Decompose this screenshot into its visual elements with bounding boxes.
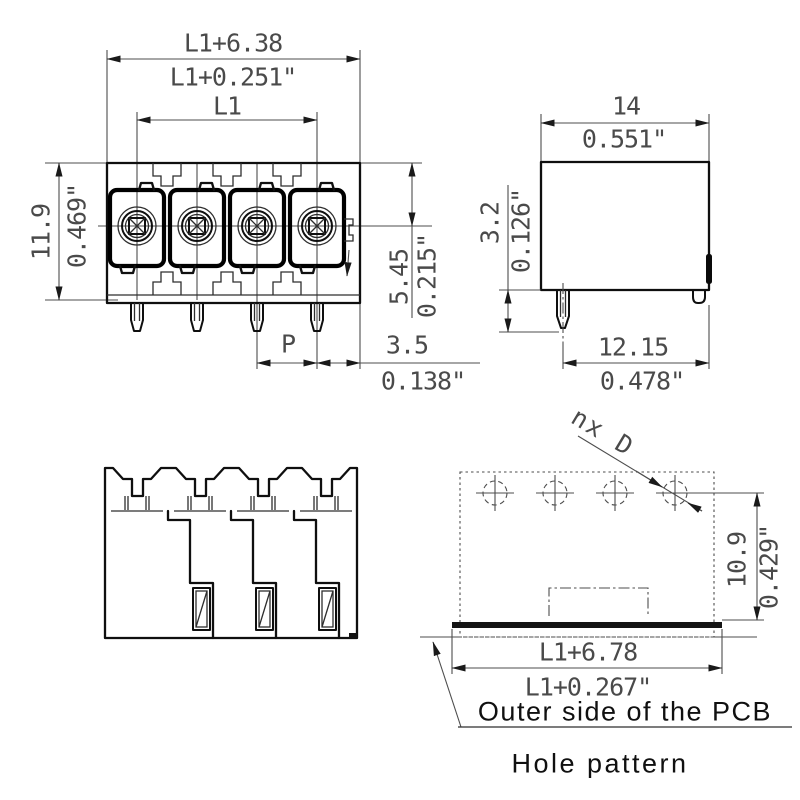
dim-front-height-mm: 11.9 — [26, 203, 56, 261]
rear-view-windows — [192, 587, 337, 631]
side-view — [499, 114, 712, 369]
dim-front-height-in: 0.469" — [62, 183, 92, 269]
dim-side-depth-in: 0.551" — [581, 124, 667, 154]
dim-front-l1: L1 — [212, 91, 242, 121]
dim-front-width-outer-mm: L1+6.38 — [183, 28, 283, 58]
terminal-unit-2 — [167, 181, 227, 275]
front-view-pins — [130, 303, 324, 332]
label-pcb-outer-side: Outer side of the PCB — [477, 696, 773, 727]
dim-side-depth-offset-in: 0.478" — [599, 366, 685, 396]
dim-side-pin-length-in: 0.126" — [506, 188, 536, 274]
terminal-unit-3 — [227, 181, 287, 275]
caption-hole-pattern: Hole pattern — [511, 748, 689, 779]
dim-front-edge-offset-in: 0.138" — [380, 366, 466, 396]
terminal-unit-1 — [107, 181, 167, 275]
dim-front-width-outer-in: L1+0.251" — [169, 62, 297, 92]
hole-pattern-view — [420, 435, 792, 728]
dim-front-screw-axis-in: 0.215" — [412, 233, 442, 319]
dim-front-pitch: P — [280, 329, 296, 359]
dim-hole-width-in: L1+0.267" — [524, 672, 652, 702]
dim-front-edge-offset-mm: 3.5 — [385, 330, 429, 360]
dim-front-screw-axis-mm: 5.45 — [384, 248, 414, 306]
dim-side-pin-length-mm: 3.2 — [475, 201, 505, 245]
dim-side-depth-mm: 14 — [611, 91, 641, 121]
mounting-holes — [476, 475, 694, 511]
dim-hole-row-offset-in: 0.429" — [754, 524, 784, 610]
dim-hole-row-offset-mm: 10.9 — [722, 531, 752, 589]
dim-side-depth-offset-mm: 12.15 — [597, 332, 669, 362]
front-view — [45, 50, 480, 369]
dim-hole-width-mm: L1+6.78 — [538, 637, 638, 667]
rear-view-slots — [111, 496, 352, 512]
rear-view — [103, 466, 359, 640]
terminal-unit-4 — [287, 181, 354, 277]
